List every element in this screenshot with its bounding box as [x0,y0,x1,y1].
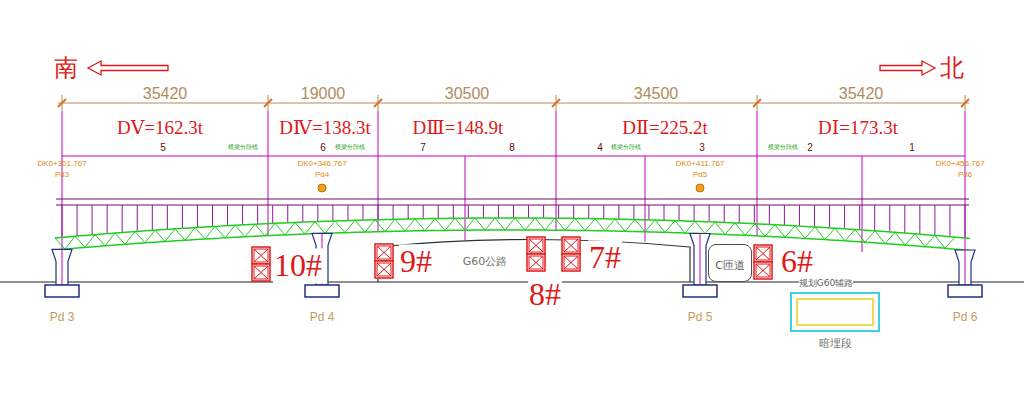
hangers [62,205,965,238]
support-number: 8# [528,277,562,312]
segment-weight: DⅠ=173.3t [818,118,898,139]
top-chord [56,205,969,206]
dimension: 19000 [301,85,346,103]
split-line-note: 横梁分段线 [335,144,365,151]
segment-weight: DⅢ=148.9t [413,118,504,139]
dimension-line [58,103,969,104]
station-marker [696,184,704,192]
pier-name: Pd 3 [50,311,75,324]
culvert-label: 暗埋段 [819,338,852,350]
support-number: 10# [273,248,323,283]
segment-number: 1 [909,142,915,153]
dimension: 30500 [445,85,490,103]
split-line-note: 横梁分段线 [228,144,258,151]
segment-weight: DⅤ=162.3t [117,118,203,139]
pier-name: Pd 6 [953,311,978,324]
pier-name: Pd 5 [688,311,713,324]
support-number: 9# [399,244,433,279]
segment-number: 7 [420,142,426,153]
dimension: 35420 [839,85,884,103]
segment-number: 3 [699,142,705,153]
support-number: 7# [588,240,622,275]
culvert-box: 暗埋段 [790,292,880,332]
segment-weight: DⅣ=138.3t [279,118,370,139]
split-line-note: 横梁分段线 [768,144,798,151]
top-chord [56,199,969,200]
steel-beam [55,218,970,250]
pier-tag: Pd3 [55,171,69,180]
station-label: DK0+411.767 [676,160,725,169]
segment-number: 6 [320,142,326,153]
piers [45,233,982,297]
ramp-outline: C匝道 [708,244,752,282]
ramp-label: C匝道 [715,260,745,272]
station-label: DK0+301.767 [37,160,86,169]
road-name: 规划G60辅路 [799,279,853,289]
road-name: G60公路 [463,256,508,268]
north-arrow [880,61,935,75]
pier-tag: Pd5 [693,171,707,180]
station-label: DK0+346.767 [297,160,346,169]
pier-tag: Pd6 [958,171,972,180]
segment-weight: DⅡ=225.2t [622,118,707,139]
segment-number: 4 [597,142,603,153]
ground-line [0,282,1024,283]
culvert-inner [792,294,878,330]
segment-number: 5 [160,142,166,153]
station-label: DK0+456.767 [935,160,984,169]
south-arrow [88,61,168,75]
direction-label: 南 [54,55,78,81]
dimension: 35420 [143,85,188,103]
station-marker [318,184,326,192]
support-number: 6# [780,244,814,279]
segment-number: 8 [509,142,515,153]
segment-number: 2 [807,142,813,153]
dimension-ticks [58,95,969,111]
dimension: 34500 [634,85,679,103]
temporary-supports [252,237,772,281]
pier-tag: Pd4 [315,171,329,180]
pier-name: Pd 4 [310,311,335,324]
direction-label: 北 [940,55,964,81]
split-line-note: 横梁分段线 [611,144,641,151]
segment-line [62,156,965,157]
